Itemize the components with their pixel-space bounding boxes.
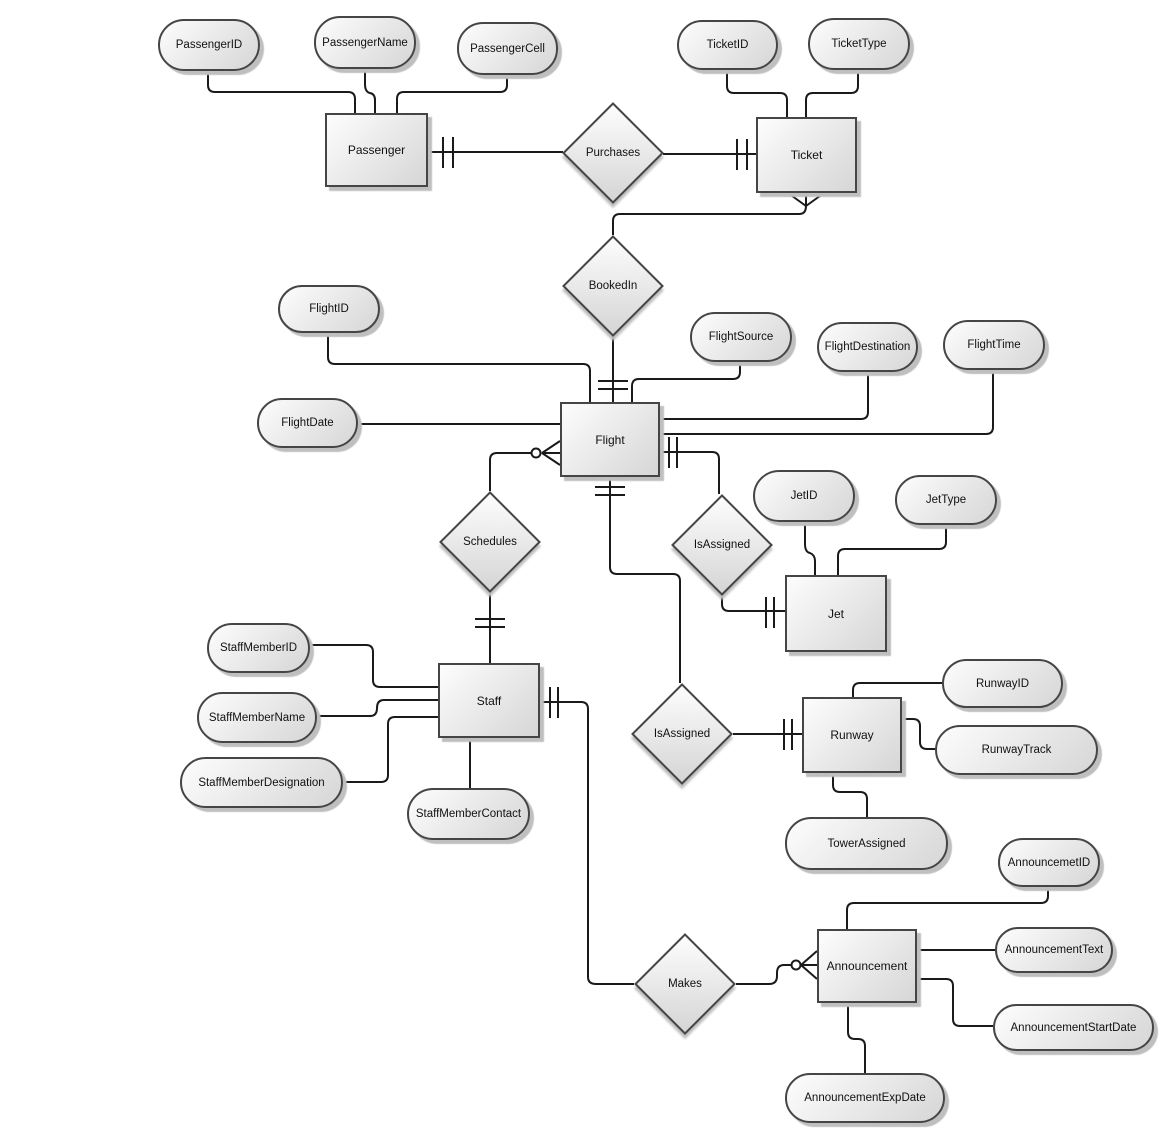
- relationship-label: IsAssigned: [693, 539, 751, 551]
- relationship-schedules: Schedules: [439, 491, 541, 593]
- attribute-announcement-exp-date: AnnouncementExpDate: [785, 1073, 945, 1123]
- attribute-staff-member-name: StaffMemberName: [197, 692, 317, 743]
- relationship-is-assigned-jet: IsAssigned: [671, 494, 773, 596]
- cardinality-one-flight-jet: [668, 437, 678, 468]
- attribute-flight-source: FlightSource: [690, 312, 792, 362]
- relationship-purchases: Purchases: [562, 102, 664, 204]
- attribute-ticket-type: TicketType: [808, 18, 910, 70]
- attribute-passenger-name: PassengerName: [314, 16, 416, 69]
- relationship-label: Makes: [668, 978, 702, 990]
- edge-runwaytrack-runway: [902, 718, 935, 750]
- edge-flightdestination-flight: [660, 372, 869, 420]
- edge-tickettype-ticket: [805, 70, 859, 117]
- attribute-flight-time: FlightTime: [943, 320, 1045, 370]
- cardinality-one-flight-runway: [595, 486, 625, 496]
- crowfoot-zero-many-announcement: [790, 950, 818, 980]
- attribute-flight-id: FlightID: [278, 285, 380, 333]
- edge-staffmembername-staff: [317, 699, 438, 717]
- edge-ticketid-ticket: [726, 70, 788, 117]
- cardinality-one-ticket: [736, 139, 748, 170]
- edge-announcemetid-announcement: [846, 886, 1049, 929]
- edge-flighttime-flight: [660, 370, 994, 435]
- edge-flightsource-flight: [631, 362, 741, 402]
- entity-runway: Runway: [802, 697, 902, 773]
- edge-jetid-jet: [804, 522, 816, 575]
- attribute-runway-track: RunwayTrack: [935, 725, 1098, 775]
- cardinality-one-flight-bookedin: [598, 380, 628, 390]
- entity-flight: Flight: [560, 402, 660, 477]
- relationship-makes: Makes: [634, 933, 736, 1035]
- entity-jet: Jet: [785, 575, 887, 652]
- attribute-runway-id: RunwayID: [942, 659, 1063, 708]
- attribute-staff-member-id: StaffMemberID: [207, 623, 310, 673]
- edge-staff-makes: [540, 701, 634, 985]
- edge-jettype-jet: [837, 525, 947, 575]
- edge-announcementexpdate-announcement: [847, 1003, 866, 1073]
- edge-ticket-bookedin: [612, 205, 807, 235]
- edge-staffmemberid-staff: [310, 644, 438, 688]
- edge-makes-announcement: [736, 964, 791, 985]
- attribute-ticket-id: TicketID: [677, 20, 778, 70]
- attribute-announcement-start-date: AnnouncementStartDate: [993, 1004, 1154, 1051]
- relationship-label: Schedules: [463, 536, 517, 548]
- edge-passengername-passenger: [364, 69, 376, 113]
- edge-passengercell-passenger: [396, 75, 508, 113]
- cardinality-one-passenger: [442, 137, 454, 168]
- attribute-jet-type: JetType: [895, 475, 997, 525]
- edge-passengerid-passenger: [207, 71, 356, 113]
- edge-announcementstartdate-announcement: [917, 978, 993, 1027]
- edge-towerassigned-runway: [832, 773, 868, 817]
- crowfoot-many-ticket: [787, 192, 825, 207]
- edge-staffmemberdesignation-staff: [343, 716, 438, 783]
- attribute-flight-destination: FlightDestination: [817, 322, 918, 372]
- attribute-announcemet-id: AnnouncemetID: [998, 838, 1100, 887]
- entity-passenger: Passenger: [325, 113, 428, 187]
- attribute-passenger-cell: PassengerCell: [457, 22, 558, 75]
- entity-staff: Staff: [438, 663, 540, 738]
- cardinality-one-staff-schedules: [475, 618, 505, 628]
- cardinality-one-jet: [765, 597, 775, 628]
- edge-runwayid-runway: [852, 682, 942, 697]
- cardinality-one-staff-makes: [549, 687, 559, 718]
- attribute-staff-member-contact: StaffMemberContact: [407, 788, 530, 840]
- relationship-is-assigned-runway: IsAssigned: [631, 683, 733, 785]
- attribute-passenger-id: PassengerID: [158, 19, 260, 71]
- edge-flightid-flight: [327, 333, 591, 402]
- attribute-flight-date: FlightDate: [257, 398, 358, 448]
- attribute-staff-member-designation: StaffMemberDesignation: [180, 757, 343, 808]
- edge-flight-isassigned-jet: [660, 451, 720, 494]
- entity-announcement: Announcement: [817, 929, 917, 1003]
- edge-isassigned-jet: [721, 596, 785, 612]
- relationship-label: Purchases: [585, 147, 641, 159]
- cardinality-one-runway: [783, 719, 793, 750]
- crowfoot-zero-many-flight: [530, 440, 561, 466]
- attribute-tower-assigned: TowerAssigned: [785, 817, 948, 870]
- relationship-label: BookedIn: [588, 280, 638, 292]
- edge-flight-schedules: [489, 452, 531, 491]
- attribute-jet-id: JetID: [753, 470, 855, 522]
- edge-flight-isassigned-runway: [609, 477, 681, 683]
- relationship-label: IsAssigned: [653, 728, 711, 740]
- entity-ticket: Ticket: [756, 117, 857, 193]
- attribute-announcement-text: AnnouncementText: [995, 927, 1113, 973]
- relationship-booked-in: BookedIn: [562, 235, 664, 337]
